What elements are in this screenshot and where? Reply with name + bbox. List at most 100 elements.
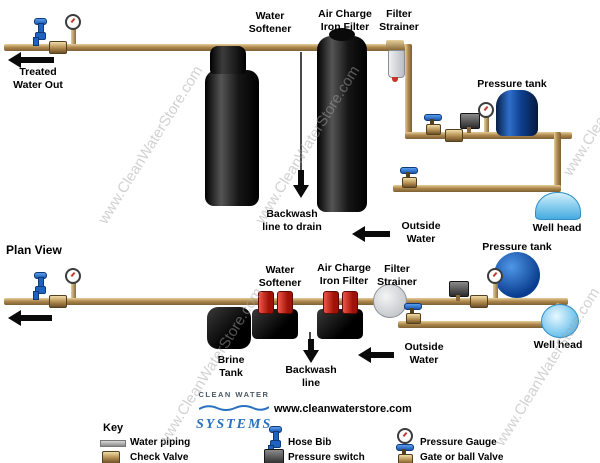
valve-body bbox=[426, 124, 441, 135]
brine-tank-label: Brine Tank bbox=[217, 354, 245, 379]
elev-lower-pipe bbox=[405, 132, 572, 139]
check-valve-icon bbox=[470, 295, 488, 308]
pressure-switch-icon bbox=[264, 449, 284, 463]
check-valve-icon bbox=[445, 129, 463, 142]
hose-bib-body bbox=[270, 440, 281, 448]
key-water-piping-label: Water piping bbox=[130, 437, 191, 448]
pressure-gauge-icon bbox=[65, 268, 83, 298]
well-head-top-view bbox=[541, 304, 579, 338]
valve-stem bbox=[406, 172, 410, 177]
key-pressure-gauge-label: Pressure Gauge bbox=[420, 437, 497, 448]
valve-stem bbox=[402, 449, 406, 454]
key-gate-valve-label: Gate or ball Valve bbox=[420, 452, 504, 463]
plan-water-softener-label: Water Softener bbox=[258, 264, 302, 289]
watermark-text: www.CleanWaterStore.com bbox=[560, 14, 600, 180]
check-valve-icon bbox=[49, 41, 67, 54]
arrow-shaft bbox=[20, 315, 52, 321]
plan-well-head-label: Well head bbox=[533, 339, 583, 351]
elev-backwash-label: Backwash line to drain bbox=[262, 208, 322, 233]
hose-bib-icon bbox=[32, 272, 47, 300]
gate-valve-icon bbox=[404, 303, 422, 324]
arrow-head bbox=[358, 347, 371, 363]
iron-filter-tank bbox=[317, 36, 367, 212]
elev-well-riser-pipe bbox=[554, 132, 561, 190]
gate-valve-icon bbox=[400, 167, 418, 188]
pressure-gauge-icon bbox=[397, 428, 415, 444]
arrow-head bbox=[293, 185, 309, 198]
watermark-text: www.CleanWaterStore.com bbox=[95, 62, 207, 228]
elev-riser-pipe bbox=[405, 44, 412, 139]
elev-well-head-label: Well head bbox=[532, 222, 582, 234]
key-hose-bib-label: Hose Bib bbox=[288, 437, 332, 448]
hose-bib-body bbox=[35, 286, 46, 294]
filter-strainer-body bbox=[388, 50, 405, 78]
pressure-tank bbox=[496, 90, 538, 136]
elev-backwash-drain-line bbox=[300, 52, 302, 170]
plan-filter-strainer-label: Filter Strainer bbox=[377, 263, 417, 288]
website-url: www.cleanwaterstore.com bbox=[274, 403, 412, 415]
plan-backwash-arrow bbox=[303, 339, 319, 363]
logo-text-systems: SYSTEMS bbox=[196, 417, 273, 432]
brine-tank bbox=[207, 307, 251, 349]
plan-outside-water-pipe bbox=[398, 321, 558, 328]
arrow-shaft bbox=[298, 170, 304, 186]
arrow-shaft bbox=[20, 57, 54, 63]
pressure-gauge-icon bbox=[478, 102, 496, 132]
well-head bbox=[535, 192, 581, 220]
arrow-shaft bbox=[308, 339, 314, 351]
gate-valve-icon bbox=[424, 114, 442, 135]
logo-text-clean-water: CLEAN WATER bbox=[198, 390, 270, 399]
plan-backwash-label: Backwash line bbox=[285, 364, 337, 389]
elev-water-softener-label: Water Softener bbox=[248, 10, 292, 35]
pressure-gauge-icon bbox=[65, 14, 83, 44]
elev-outside-water-label: Outside Water bbox=[401, 220, 441, 245]
iron-filter-top-view bbox=[317, 309, 363, 339]
plan-iron-filter-label: Air Charge Iron Filter bbox=[317, 262, 371, 287]
hose-bib-body bbox=[35, 32, 46, 40]
gauge-stem bbox=[71, 27, 76, 44]
valve-stem bbox=[410, 308, 414, 313]
gauge-stem bbox=[493, 281, 498, 298]
filter-strainer-drain bbox=[392, 77, 398, 82]
arrow-head bbox=[8, 310, 21, 326]
filter-strainer-top-view bbox=[373, 284, 407, 318]
plan-outside-water-label: Outside Water bbox=[404, 341, 444, 366]
pressure-switch-icon bbox=[460, 113, 480, 133]
water-softener-tank bbox=[205, 70, 259, 206]
check-valve-icon bbox=[102, 451, 120, 463]
gauge-stem bbox=[71, 281, 76, 298]
logo-wave-icon bbox=[198, 405, 270, 411]
arrow-head bbox=[303, 350, 319, 363]
elev-filter-strainer-label: Filter Strainer bbox=[379, 8, 419, 33]
valve-body bbox=[402, 177, 417, 188]
treated-water-out-label: Treated Water Out bbox=[13, 66, 63, 91]
arrow-shaft bbox=[364, 231, 390, 237]
plan-backwash-drain-line bbox=[309, 332, 311, 340]
pressure-switch-icon bbox=[449, 281, 469, 301]
elev-pressure-tank-label: Pressure tank bbox=[477, 78, 547, 90]
hose-bib-spout bbox=[33, 37, 39, 46]
valve-body bbox=[398, 454, 413, 463]
check-valve-icon bbox=[49, 295, 67, 308]
iron-filter-inlet-fitting bbox=[323, 291, 339, 314]
water-piping-icon bbox=[100, 440, 126, 447]
elev-main-pipe bbox=[4, 44, 412, 51]
filter-strainer-cap bbox=[386, 40, 404, 50]
pressure-gauge-icon bbox=[487, 268, 505, 298]
arrow-head bbox=[8, 52, 21, 68]
key-pressure-switch-label: Pressure switch bbox=[288, 452, 365, 463]
softener-inlet-fitting bbox=[258, 291, 274, 314]
hose-bib-icon bbox=[32, 18, 47, 46]
arrow-shaft bbox=[370, 352, 394, 358]
plan-pressure-tank-label: Pressure tank bbox=[482, 241, 552, 253]
clean-water-systems-logo: CLEAN WATER SYSTEMS bbox=[196, 390, 272, 432]
key-title: Key bbox=[103, 422, 124, 434]
key-check-valve-label: Check Valve bbox=[130, 452, 189, 463]
softener-outlet-fitting bbox=[277, 291, 293, 314]
gauge-stem bbox=[484, 115, 489, 132]
plan-view-title: Plan View bbox=[6, 243, 62, 257]
elev-iron-filter-label: Air Charge Iron Filter bbox=[318, 8, 372, 33]
valve-body bbox=[406, 313, 421, 324]
water-softener-top-view bbox=[252, 309, 298, 339]
